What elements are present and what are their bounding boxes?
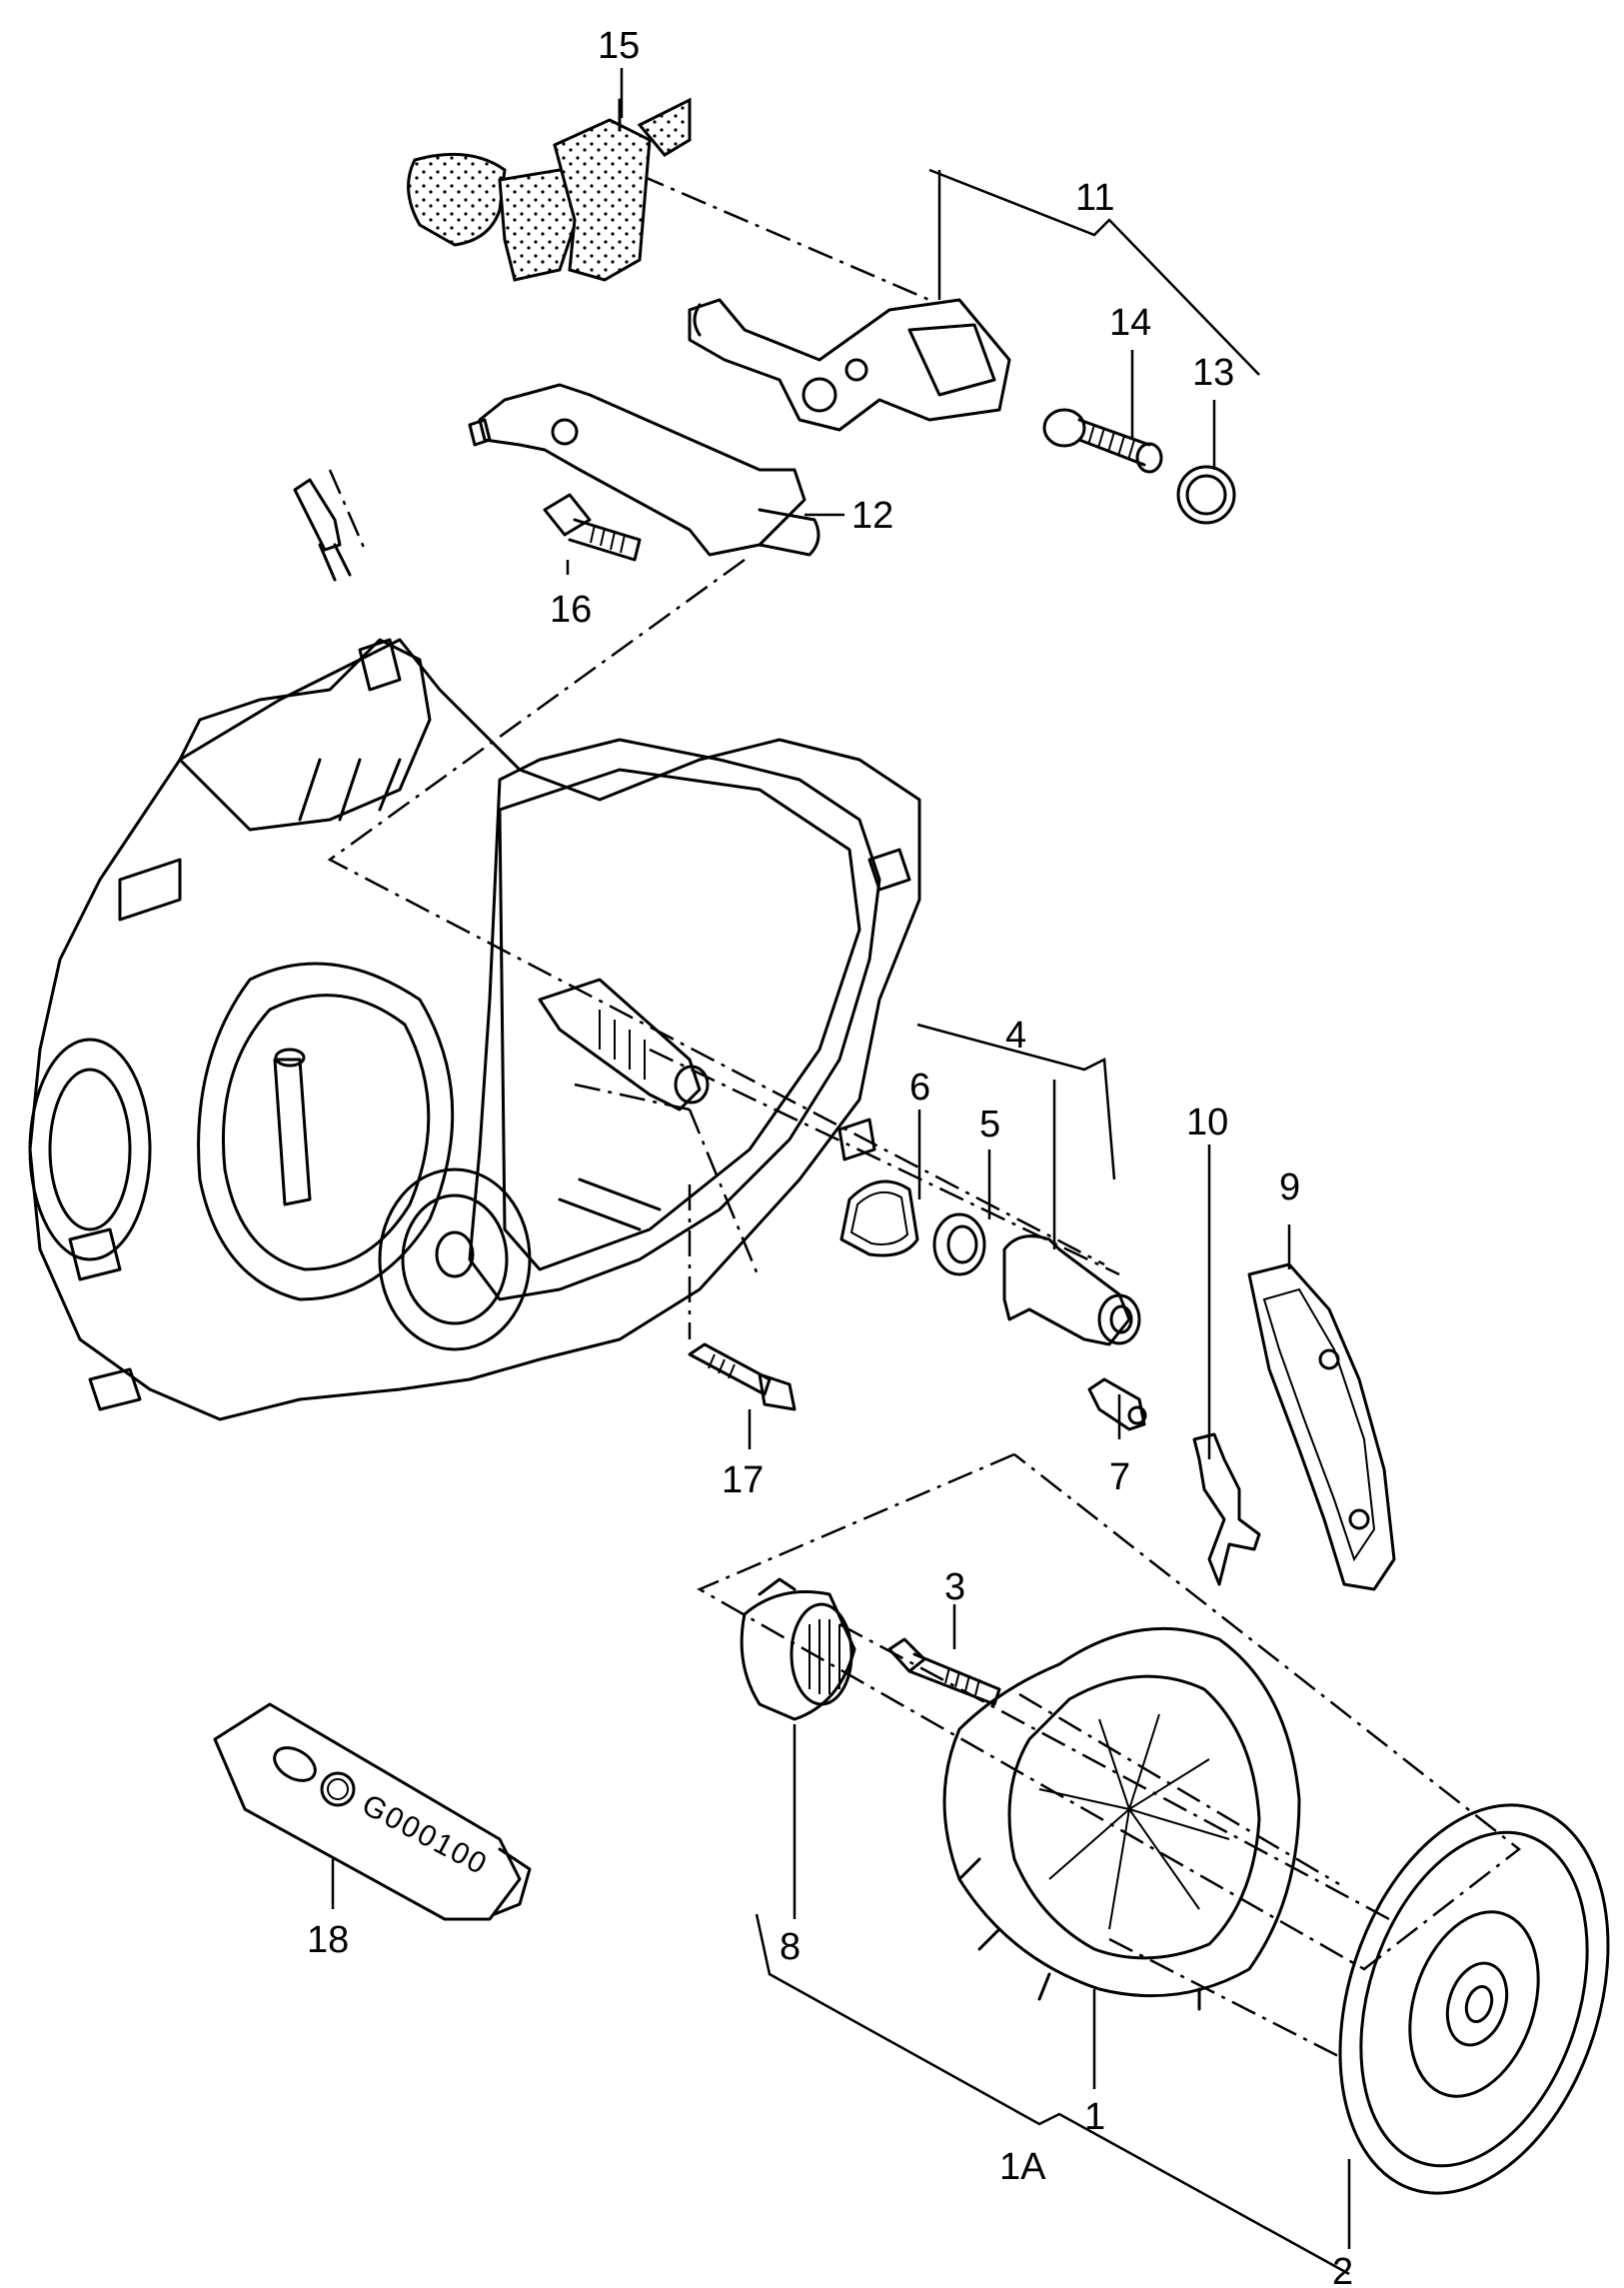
- tube-label: G000100: [357, 1788, 494, 1882]
- callout-2: 2: [1332, 2251, 1353, 2288]
- callout-1: 1: [1084, 2096, 1105, 2138]
- cover-plate: [1247, 1262, 1396, 1591]
- seal-ring: [932, 1212, 986, 1276]
- callout-9: 9: [1279, 1166, 1300, 1208]
- release-lever: [688, 298, 1011, 432]
- gearbox-housing: [28, 638, 921, 1421]
- callout-18: 18: [307, 1919, 349, 1961]
- callout-10: 10: [1186, 1102, 1228, 1144]
- bolt-3: [887, 1637, 1001, 1706]
- callout-8: 8: [780, 1926, 801, 1968]
- bolt-16: [543, 493, 642, 562]
- callout-12: 12: [851, 495, 893, 537]
- callout-13: 13: [1192, 352, 1234, 394]
- gasket: [839, 1179, 919, 1257]
- sensor-probe: [293, 478, 352, 582]
- pressure-plate: [942, 1626, 1301, 2011]
- callout-7: 7: [1109, 1456, 1130, 1498]
- callout-6: 6: [909, 1067, 930, 1109]
- callout-3: 3: [944, 1566, 965, 1608]
- callout-14: 14: [1109, 302, 1151, 344]
- callout-15: 15: [598, 25, 640, 67]
- clutch-disc: [1338, 1803, 1610, 2195]
- switch-sensor: [688, 1342, 797, 1411]
- circlip-ring: [1176, 465, 1236, 525]
- callout-16: 16: [550, 589, 592, 631]
- leader-lines: [331, 68, 1351, 2276]
- guide-sleeve: [468, 383, 820, 557]
- bolt-7: [1087, 1377, 1147, 1431]
- spring-bolt: [1042, 408, 1163, 474]
- grease-tube: G000100: [213, 1702, 532, 1921]
- callout-1a: 1A: [999, 2146, 1046, 2188]
- retaining-clip: [1192, 1432, 1261, 1586]
- slave-cylinder-assembly: [407, 97, 692, 282]
- callout-5: 5: [979, 1104, 1000, 1145]
- callout-11: 11: [1075, 177, 1114, 219]
- callout-labels: 15 11 14 13 12 16 4 6 5 10 9 7 17 3 18 8…: [307, 25, 1353, 2288]
- assembly-lines: [327, 173, 1522, 2061]
- release-bearing: [740, 1577, 856, 1721]
- callout-4: 4: [1005, 1015, 1026, 1057]
- guide-tube: [1002, 1234, 1141, 1346]
- callout-17: 17: [722, 1459, 764, 1501]
